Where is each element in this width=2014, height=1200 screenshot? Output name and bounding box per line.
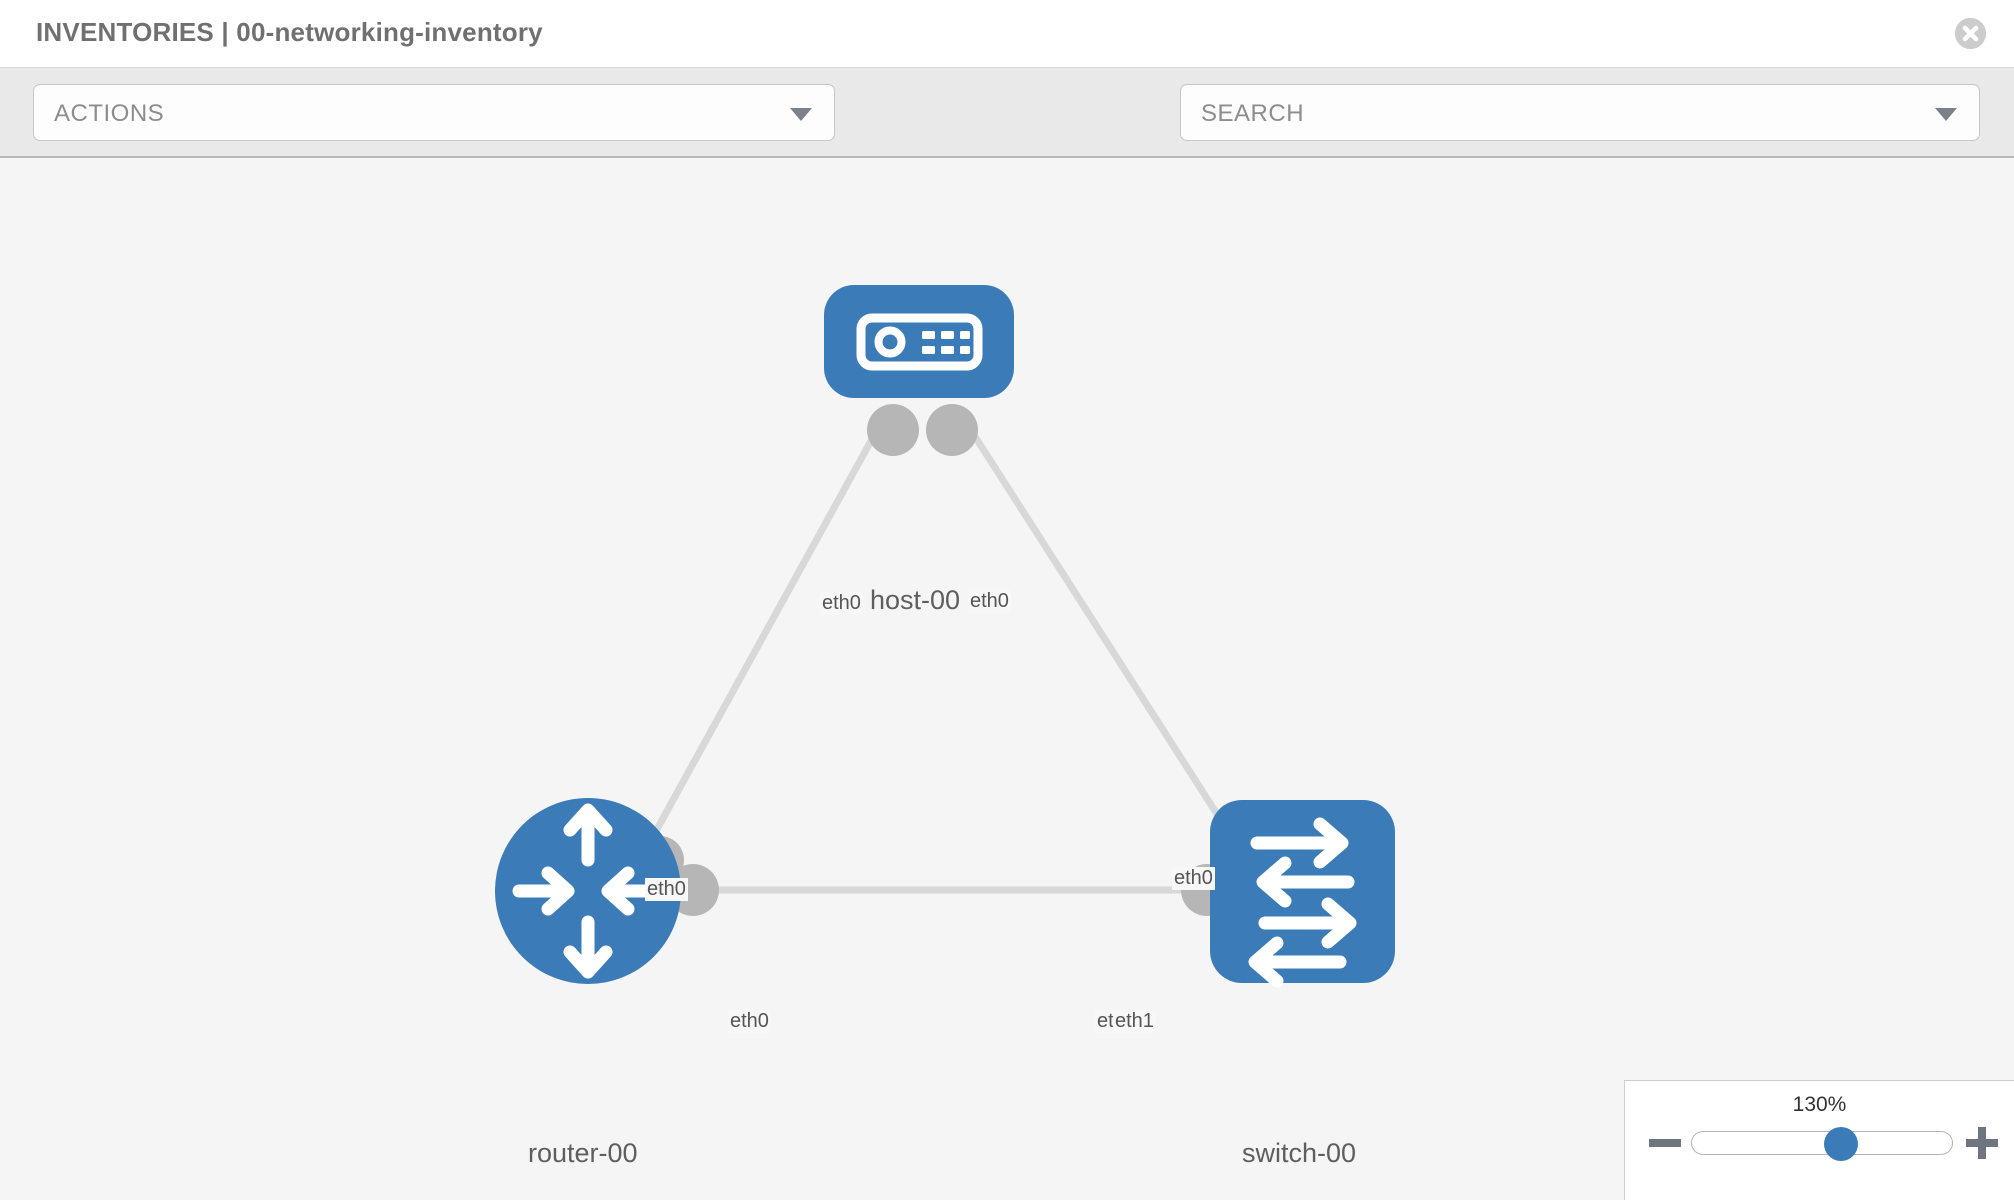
edge-label: eth1 bbox=[1113, 1010, 1156, 1033]
edge-label: eth0 bbox=[728, 1010, 771, 1033]
link-host-router bbox=[636, 408, 892, 862]
node-router-00[interactable] bbox=[495, 798, 681, 984]
server-icon bbox=[856, 313, 983, 371]
actions-dropdown[interactable]: ACTIONS bbox=[33, 84, 835, 141]
page-header: INVENTORIES | 00-networking-inventory bbox=[0, 0, 2014, 68]
zoom-control-panel: 130% bbox=[1624, 1080, 2014, 1200]
endpoint-host-right bbox=[926, 404, 978, 456]
link-group bbox=[636, 408, 1243, 894]
edge-label: eth0 bbox=[820, 592, 863, 615]
node-label-host: host-00 bbox=[868, 585, 963, 616]
node-switch-00[interactable] bbox=[1210, 800, 1395, 988]
node-label-switch: switch-00 bbox=[1240, 1138, 1359, 1169]
toolbar: ACTIONS SEARCH bbox=[0, 68, 2014, 198]
zoom-slider-handle[interactable] bbox=[1824, 1127, 1859, 1161]
search-placeholder: SEARCH bbox=[1201, 100, 1305, 127]
edge-label: eth0 bbox=[1172, 867, 1215, 890]
link-host-switch bbox=[955, 408, 1243, 852]
close-icon[interactable] bbox=[1955, 18, 1986, 49]
node-host-00[interactable] bbox=[824, 285, 1014, 398]
topology-graph bbox=[495, 285, 1395, 988]
switch-icon bbox=[1248, 817, 1357, 988]
zoom-level-value: 130% bbox=[1792, 1093, 1847, 1116]
edge-label: eth0 bbox=[645, 878, 688, 901]
search-input[interactable]: SEARCH bbox=[1180, 84, 1980, 141]
node-label-router: router-00 bbox=[526, 1138, 640, 1169]
chevron-down-icon[interactable] bbox=[1935, 108, 1957, 121]
router-icon bbox=[512, 803, 664, 979]
page-title: INVENTORIES | 00-networking-inventory bbox=[36, 17, 543, 47]
zoom-out-button[interactable] bbox=[1647, 1125, 1683, 1161]
topology-canvas[interactable]: eth0 eth0 eth0 eth0 eth0 eth0 eth1 host-… bbox=[0, 160, 2014, 1200]
actions-dropdown-label: ACTIONS bbox=[54, 100, 165, 127]
endpoint-group bbox=[636, 404, 1264, 916]
chevron-down-icon bbox=[790, 108, 812, 121]
endpoint-host-left bbox=[867, 404, 919, 456]
zoom-slider[interactable] bbox=[1691, 1127, 1953, 1161]
zoom-in-button[interactable] bbox=[1964, 1125, 2000, 1161]
edge-label: eth0 bbox=[968, 590, 1011, 613]
